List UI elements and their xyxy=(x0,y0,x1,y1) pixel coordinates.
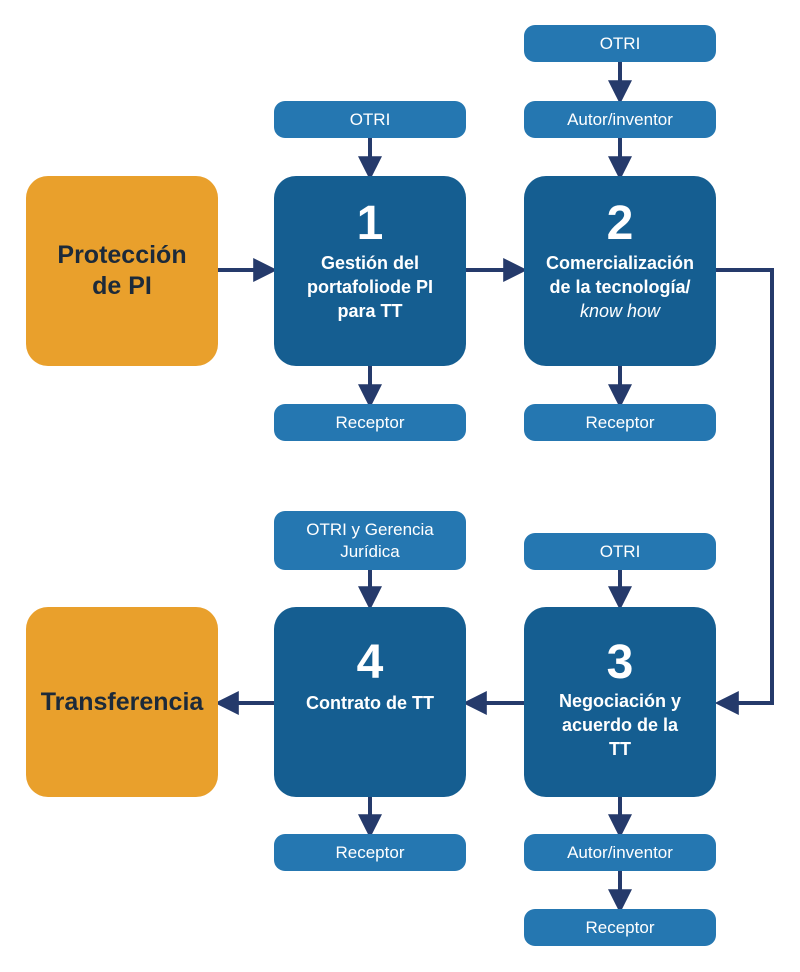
step1-box: 1 Gestión del portafoliode PI para TT xyxy=(274,176,466,366)
arrow-2-to-3 xyxy=(714,268,774,715)
step1-receptor-pill: Receptor xyxy=(274,404,466,441)
step3-number: 3 xyxy=(606,636,634,689)
step1-receptor-label: Receptor xyxy=(335,412,405,432)
step4-otri-juridica-line1: OTRI y Gerencia xyxy=(306,519,434,539)
step2-autor-pill: Autor/inventor xyxy=(524,101,716,138)
proteccion-line2: de PI xyxy=(92,272,152,300)
step3-otri-label: OTRI xyxy=(599,541,641,561)
step4-receptor-pill: Receptor xyxy=(274,834,466,871)
step4-receptor-label: Receptor xyxy=(335,842,405,862)
step3-box: 3 Negociación y acuerdo de la TT xyxy=(524,607,716,797)
transferencia-label: Transferencia xyxy=(40,687,204,716)
step3-autor-pill: Autor/inventor xyxy=(524,834,716,871)
step1-otri-label: OTRI xyxy=(349,109,391,129)
step2-receptor-pill: Receptor xyxy=(524,404,716,441)
transferencia-box: Transferencia xyxy=(26,607,218,797)
step3-line3: TT xyxy=(609,739,631,759)
step2-autor-label: Autor/inventor xyxy=(567,109,673,129)
step2-line2: de la tecnología/ xyxy=(549,277,691,297)
step1-line2: portafoliode PI xyxy=(307,277,433,297)
step4-number: 4 xyxy=(356,636,384,689)
step3-otri-pill: OTRI xyxy=(524,533,716,570)
step3-line2: acuerdo de la xyxy=(561,715,679,735)
step2-line1: Comercialización xyxy=(545,253,695,273)
step2-otri-pill: OTRI xyxy=(524,25,716,62)
step1-line3: para TT xyxy=(337,301,403,321)
step1-line1: Gestión del xyxy=(320,253,419,273)
step3-receptor-label: Receptor xyxy=(585,917,655,937)
step1-otri-pill: OTRI xyxy=(274,101,466,138)
step4-otri-juridica-line2: Jurídica xyxy=(340,541,400,561)
step3-receptor-pill: Receptor xyxy=(524,909,716,946)
step2-number: 2 xyxy=(606,197,634,250)
step4-box: 4 Contrato de TT xyxy=(274,607,466,797)
proteccion-line1: Protección xyxy=(57,241,187,269)
proteccion-pi-box: Protección de PI xyxy=(26,176,218,366)
step2-otri-label: OTRI xyxy=(599,33,641,53)
step2-box: 2 Comercialización de la tecnología/ kno… xyxy=(524,176,716,366)
step3-line1: Negociación y xyxy=(558,691,682,711)
step1-number: 1 xyxy=(356,197,384,250)
step2-line3: know how xyxy=(579,301,661,321)
step4-line1: Contrato de TT xyxy=(306,693,434,713)
step2-receptor-label: Receptor xyxy=(585,412,655,432)
step3-autor-label: Autor/inventor xyxy=(567,842,673,862)
step4-otri-juridica-pill: OTRI y Gerencia Jurídica xyxy=(274,511,466,570)
